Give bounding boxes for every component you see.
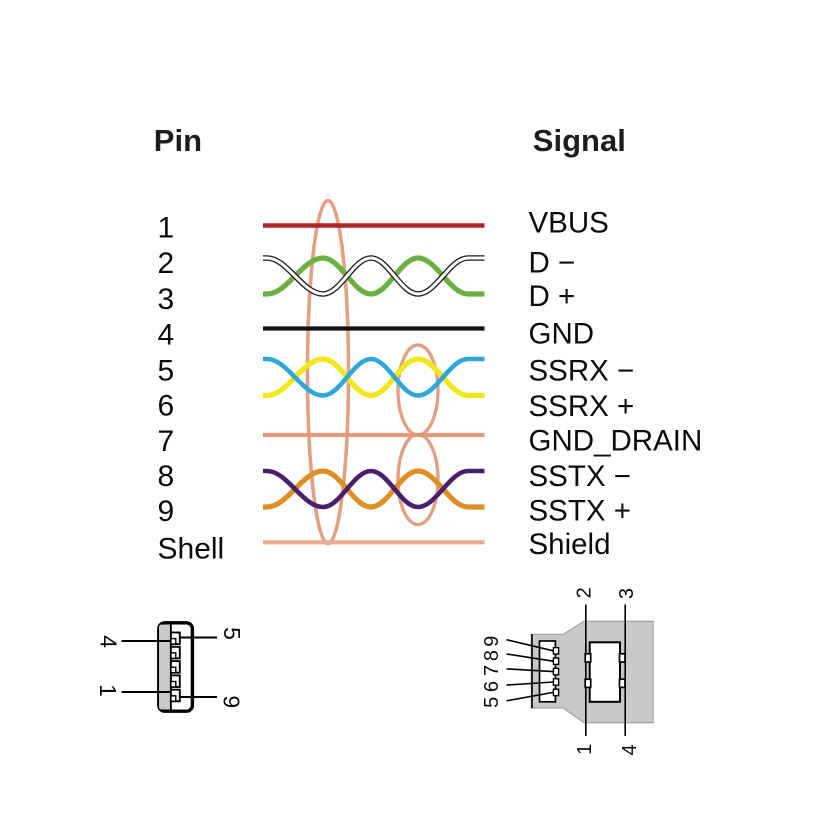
svg-text:GND: GND	[529, 318, 595, 351]
svg-text:SSRX −: SSRX −	[529, 355, 635, 388]
svg-text:SSTX −: SSTX −	[529, 460, 631, 493]
svg-text:1: 1	[158, 211, 175, 244]
svg-text:3: 3	[616, 588, 638, 599]
svg-text:D +: D +	[529, 280, 576, 313]
svg-text:4: 4	[619, 744, 641, 755]
svg-text:1: 1	[574, 744, 596, 755]
svg-text:SSTX +: SSTX +	[529, 494, 631, 527]
svg-text:5: 5	[219, 627, 245, 640]
svg-text:VBUS: VBUS	[529, 207, 609, 240]
svg-text:8: 8	[481, 650, 503, 661]
svg-text:Pin: Pin	[154, 123, 202, 158]
svg-text:3: 3	[158, 283, 175, 316]
svg-text:GND_DRAIN: GND_DRAIN	[529, 424, 703, 457]
svg-text:9: 9	[219, 695, 245, 708]
svg-text:D −: D −	[529, 246, 576, 279]
svg-text:Signal: Signal	[533, 123, 626, 158]
svg-text:2: 2	[158, 247, 175, 280]
svg-text:2: 2	[574, 587, 596, 598]
svg-text:Shield: Shield	[529, 528, 611, 561]
svg-text:5: 5	[481, 697, 503, 708]
svg-text:4: 4	[158, 319, 175, 352]
svg-text:6: 6	[481, 681, 503, 692]
svg-text:5: 5	[158, 355, 175, 388]
svg-text:7: 7	[481, 665, 503, 676]
svg-text:4: 4	[96, 635, 122, 648]
svg-text:7: 7	[158, 425, 175, 458]
svg-text:6: 6	[158, 390, 175, 423]
svg-text:1: 1	[95, 684, 121, 697]
svg-text:9: 9	[158, 495, 175, 528]
svg-text:9: 9	[481, 636, 503, 647]
svg-text:8: 8	[158, 460, 175, 493]
svg-text:Shell: Shell	[158, 533, 225, 566]
svg-text:SSRX +: SSRX +	[529, 390, 635, 423]
